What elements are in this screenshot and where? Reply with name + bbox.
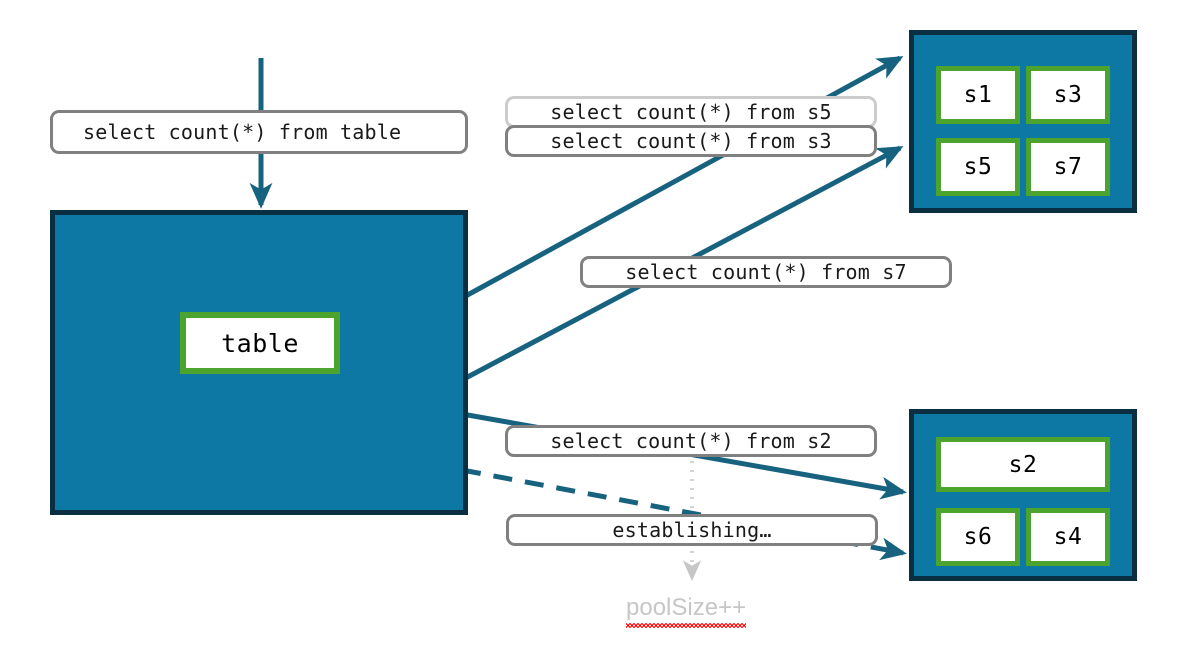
- chip-query-table[interactable]: select count(*) from table: [50, 110, 468, 154]
- server-node-s3-label: s3: [1053, 82, 1083, 108]
- server-node-s3[interactable]: s3: [1026, 66, 1110, 124]
- server-node-s7[interactable]: s7: [1026, 138, 1110, 196]
- chip-query-s7-label: select count(*) from s7: [625, 260, 907, 284]
- table-node-label: table: [221, 328, 299, 358]
- server-node-s1[interactable]: s1: [936, 66, 1020, 124]
- server-node-s2[interactable]: s2: [936, 437, 1110, 492]
- server-node-s2-label: s2: [1008, 451, 1038, 478]
- poolsize-annotation-label: poolSize++: [626, 594, 747, 621]
- poolsize-annotation: poolSize++: [626, 594, 747, 628]
- server-node-s7-label: s7: [1053, 154, 1083, 180]
- server-node-s5-label: s5: [963, 154, 993, 180]
- chip-query-s2[interactable]: select count(*) from s2: [505, 425, 877, 457]
- table-node: table: [180, 312, 340, 374]
- server-node-s6[interactable]: s6: [936, 508, 1020, 566]
- spellcheck-underline: [626, 623, 747, 628]
- chip-status-establishing-label: establishing…: [612, 518, 772, 542]
- chip-query-s5[interactable]: select count(*) from s5: [505, 96, 877, 128]
- chip-status-establishing[interactable]: establishing…: [506, 514, 878, 546]
- chip-query-s7[interactable]: select count(*) from s7: [580, 256, 952, 288]
- chip-query-s3[interactable]: select count(*) from s3: [505, 125, 877, 157]
- chip-query-s2-label: select count(*) from s2: [550, 429, 832, 453]
- server-node-s1-label: s1: [963, 82, 993, 108]
- server-node-s4-label: s4: [1053, 524, 1083, 550]
- chip-query-s3-label: select count(*) from s3: [550, 129, 832, 153]
- server-node-s4[interactable]: s4: [1026, 508, 1110, 566]
- chip-query-s5-label: select count(*) from s5: [550, 100, 832, 124]
- server-node-s6-label: s6: [963, 524, 993, 550]
- server-node-s5[interactable]: s5: [936, 138, 1020, 196]
- chip-query-table-label: select count(*) from table: [83, 120, 402, 144]
